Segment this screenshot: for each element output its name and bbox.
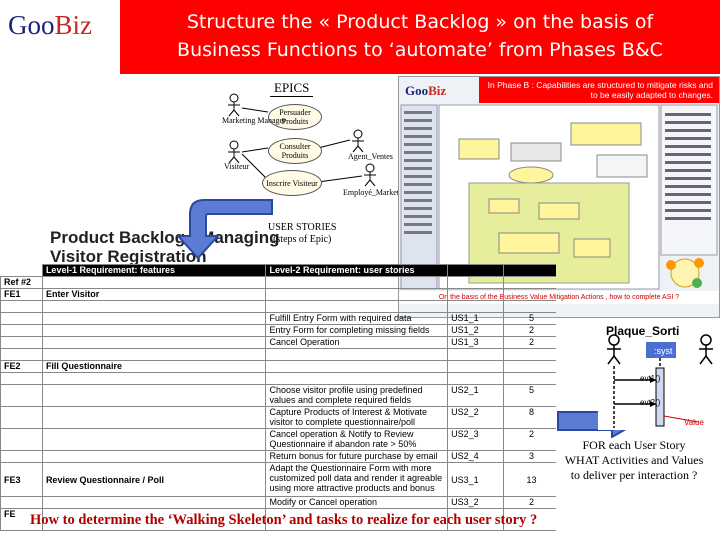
screenshot-logo: GooBiz [405, 83, 447, 98]
table-row: Capture Products of Interest & Motivate … [0, 406, 556, 429]
use-case-persuader: Persuader Produits [268, 104, 322, 130]
sequence-msg2: evt2() [640, 398, 661, 407]
table-row: FE [0, 508, 556, 531]
table-row: Entry Form for completing missing fields… [0, 324, 556, 337]
table-row: Ref #2 [0, 276, 556, 289]
slide-title-line2: Business Functions to ‘automate’ from Ph… [177, 39, 663, 61]
goobiz-logo: GooBiz [0, 0, 120, 74]
table-row: Return bonus for future purchase by emai… [0, 450, 556, 463]
logo-text: Goo [8, 10, 55, 40]
user-stories-label: USER STORIES (steps of Epic) [268, 222, 337, 245]
table-row [0, 300, 556, 313]
actor-label-visiteur: Visiteur [224, 162, 250, 171]
sequence-value-label: Value [684, 418, 704, 427]
table-row: Choose visitor profile using predefined … [0, 384, 556, 407]
sequence-diagram [598, 318, 720, 430]
header-level1: Level-1 Requirement: features [41, 264, 267, 277]
sequence-object-label: :syst [654, 346, 673, 356]
screenshot-title: In Phase B : Capabilities are structured… [479, 77, 719, 103]
table-row [0, 372, 556, 385]
backlog-subtitle: Visitor Registration [50, 247, 207, 266]
use-case-diagram [228, 93, 376, 187]
epics-label: EPICS [270, 80, 314, 97]
header-level2: Level-2 Requirement: user stories [265, 264, 449, 277]
logo-accent: Biz [54, 10, 93, 40]
actor-label-marketing: Marketing Manager [222, 116, 286, 125]
modeling-canvas [400, 104, 718, 290]
walking-skeleton-question: How to determine the ‘Walking Skeleton’ … [30, 512, 538, 528]
actor-label-employe: Employé_Marketi [343, 188, 402, 197]
actor-label-agent: Agent_Ventes [348, 152, 393, 161]
down-arrow-icon [176, 199, 273, 260]
table-row: Cancel operation & Notify to Review Ques… [0, 428, 556, 451]
actor-icon [229, 93, 239, 103]
backlog-table: Level-1 Requirement: features Level-2 Re… [0, 264, 556, 531]
table-header: Level-1 Requirement: features Level-2 Re… [0, 264, 556, 277]
backlog-title: Product Backlog - Managing [50, 228, 280, 247]
table-row [0, 348, 556, 361]
slide-title: Structure the « Product Backlog » on the… [120, 0, 720, 74]
backlog-table-wrap: Level-1 Requirement: features Level-2 Re… [0, 264, 556, 540]
use-case-consulter: Consulter Produits [268, 138, 322, 164]
sequence-top-label: Plaque_Sorti [606, 324, 680, 338]
sequence-msg1: evt1() [640, 374, 661, 383]
use-case-inscrire: Inscrire Visiteur [262, 170, 322, 196]
slide-title-line1: Structure the « Product Backlog » on the… [186, 11, 654, 33]
interaction-note: FOR each User Story WHAT Activities and … [564, 438, 704, 482]
